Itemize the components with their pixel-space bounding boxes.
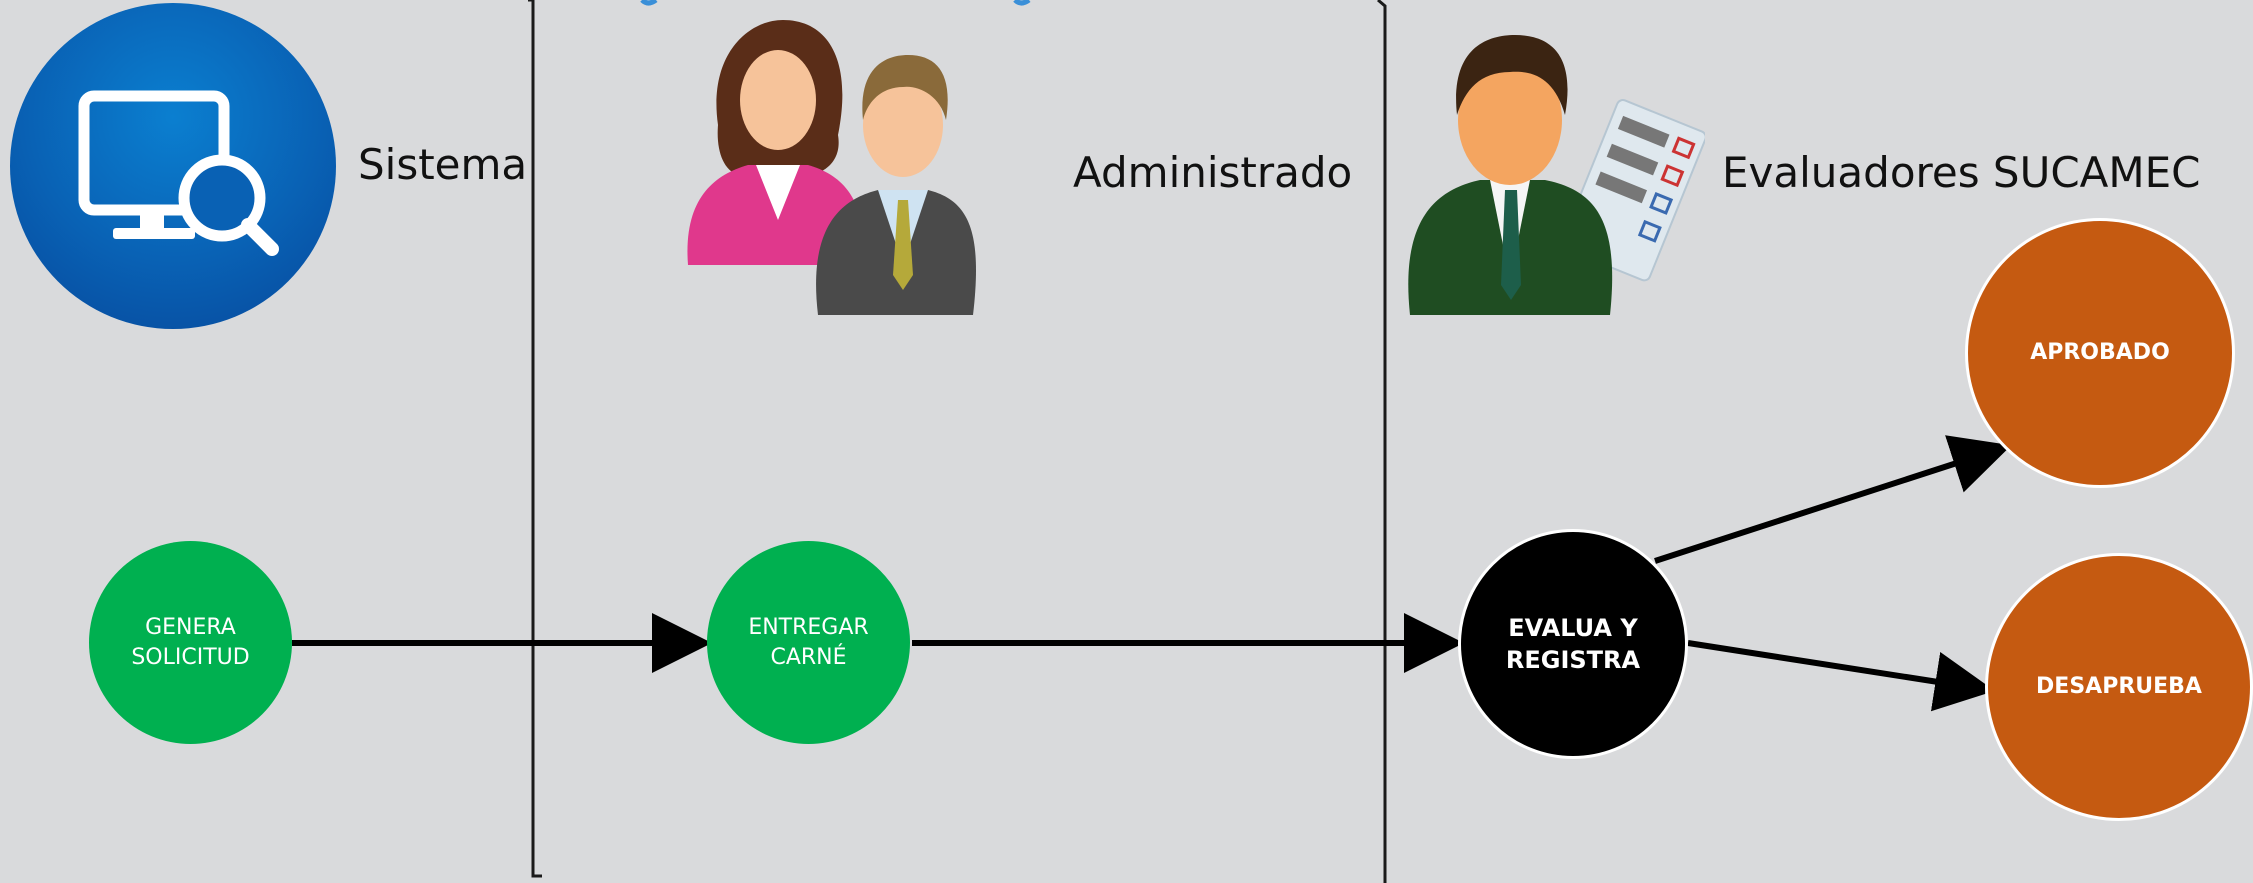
users-pair-icon (668, 15, 978, 315)
node-approved: APROBADO (1965, 218, 2235, 488)
top-mark-left (640, 0, 658, 6)
arrow-evaluate-to-approved (1654, 435, 2012, 564)
node-rejected: DESAPRUEBA (1985, 553, 2253, 821)
node-generate-request: GENERA SOLICITUD (89, 541, 292, 744)
evaluator-checklist-icon (1405, 30, 1707, 330)
lane-title-applicant: Administrado (1073, 148, 1353, 197)
node-evaluate-register-line1: EVALUA Y (1508, 613, 1638, 642)
lane-title-evaluators: Evaluadores SUCAMEC (1722, 148, 2201, 197)
arrow-evaluate-to-rejected (1687, 640, 1995, 712)
node-rejected-label: DESAPRUEBA (2036, 674, 2202, 700)
node-evaluate-register-line2: REGISTRA (1505, 646, 1641, 674)
node-generate-request-line2: SOLICITUD (131, 644, 250, 670)
top-mark-right (1013, 0, 1031, 6)
node-deliver-card-line1: ENTREGAR (748, 614, 869, 640)
lane-title-system: Sistema (358, 140, 528, 189)
lane-divider-right (1377, 0, 1387, 883)
node-evaluate-register: EVALUA Y REGISTRA (1458, 529, 1688, 759)
node-generate-request-line1: GENERA (145, 614, 236, 640)
monitor-search-icon (10, 3, 336, 329)
lane-divider-left (528, 0, 542, 878)
node-approved-label: APROBADO (2030, 340, 2170, 366)
node-deliver-card-line2: CARNÉ (770, 644, 847, 670)
node-deliver-card: ENTREGAR CARNÉ (707, 541, 910, 744)
